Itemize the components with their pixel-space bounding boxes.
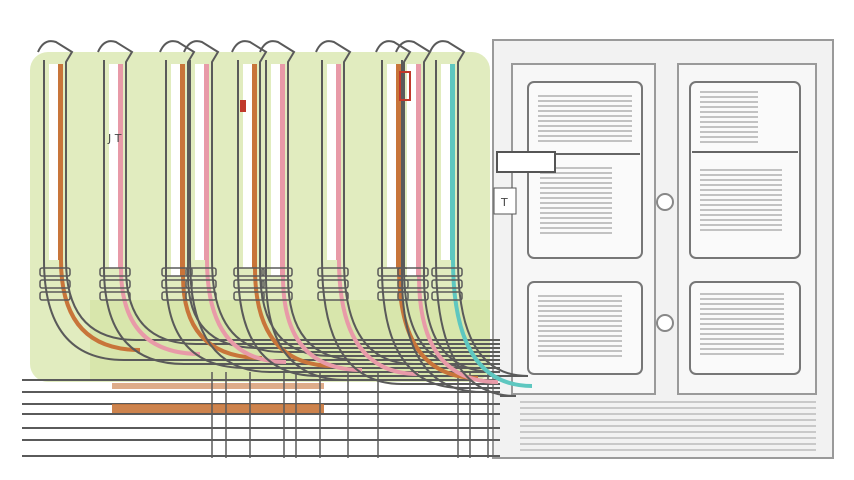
pipe-clamp (185, 291, 217, 301)
pipe-stripe-curve (181, 275, 263, 360)
pipe-stripe (180, 64, 185, 276)
pipe-clamp (233, 291, 265, 301)
pipe-clamp (99, 267, 131, 277)
pipe-outline (37, 40, 500, 341)
cabinet-knob (656, 193, 674, 211)
pipe-stripe (204, 64, 209, 260)
pipe-clamp (161, 267, 193, 277)
pipe-stripe (252, 64, 257, 268)
pipe-clamp (185, 267, 217, 277)
pipe-clamp (431, 267, 463, 277)
pipe-clamp (397, 267, 429, 277)
pipe-stripe-curve (281, 275, 363, 372)
pipe-stripe (450, 64, 455, 260)
pipe-tag-label: J T (107, 132, 122, 145)
pipe-stripe (416, 64, 421, 276)
pipe-clamp (39, 267, 71, 277)
cabinet-tag (493, 187, 517, 215)
pipe-outline (183, 40, 500, 353)
pipe-outline (395, 40, 500, 373)
base-conduit-stripe (112, 383, 324, 389)
pipe-clamp (377, 291, 409, 301)
pipe-clamp (317, 291, 349, 301)
pipe-clamp (99, 279, 131, 289)
pipe-clamp (431, 291, 463, 301)
pipe-marker (399, 71, 411, 101)
pipe-clamp (99, 291, 131, 301)
pipe-clamp (233, 267, 265, 277)
pipe-clamp (377, 279, 409, 289)
pipe-stripe (118, 64, 123, 268)
pipe-outline (237, 60, 500, 377)
pipe-stripe-curve (253, 267, 335, 368)
pipe-stripe-curve (417, 275, 499, 384)
pipe-stripe-curve (119, 267, 201, 356)
pipe-clamp (39, 279, 71, 289)
pipe-stripe (396, 64, 401, 268)
pipe-clamp (261, 291, 293, 301)
pipe-stripe (58, 64, 63, 260)
pipe-clamp (431, 279, 463, 289)
pipe-stripe (336, 64, 341, 260)
cabinet-tag-box (496, 151, 556, 173)
base-conduit-stripe (112, 404, 324, 413)
pipe-clamp (317, 279, 349, 289)
pipe-clamp (261, 279, 293, 289)
pipe-clamp (261, 267, 293, 277)
cabinet-knob (656, 314, 674, 332)
pipe-outline (321, 60, 500, 385)
pipe-stripe (280, 64, 285, 276)
pipe-clamp (185, 279, 217, 289)
pipe-clamp (397, 279, 429, 289)
pipe-clamp (39, 291, 71, 301)
pipe-stripe-curve (337, 259, 419, 376)
pipe-clamp (397, 291, 429, 301)
cabinet-tag-label: T (500, 196, 508, 209)
pipe-outline (265, 60, 500, 381)
pipe-clamp (233, 279, 265, 289)
pipe-outline (43, 60, 500, 361)
pipe-marker (240, 100, 246, 112)
cabinet-window-bottom-right (689, 281, 801, 375)
pipe-clamp (317, 267, 349, 277)
